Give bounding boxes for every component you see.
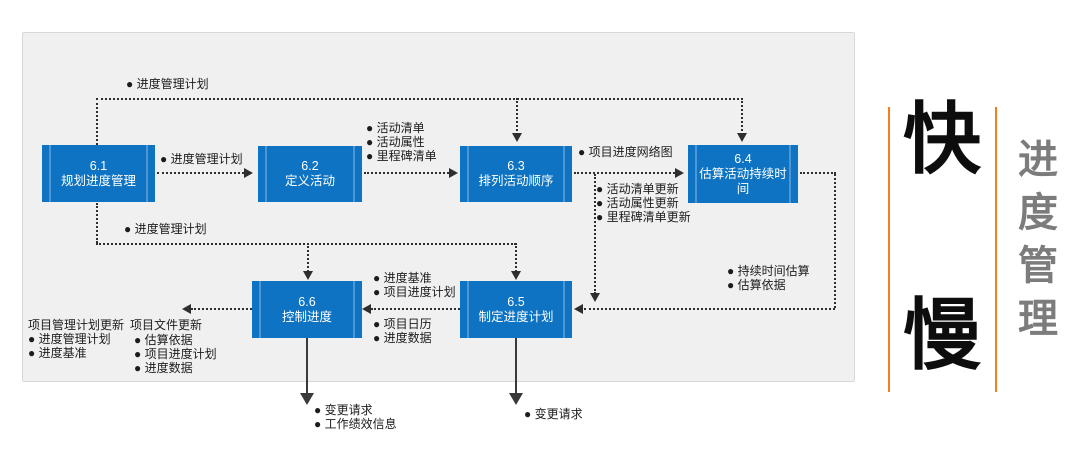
label-network-diagram: ● 项目进度网络图 bbox=[578, 145, 673, 159]
dashed-connector bbox=[800, 172, 836, 174]
list-item: ● 估算依据 bbox=[727, 278, 786, 292]
label-doc-updates-title: 项目文件更新 bbox=[130, 318, 203, 332]
arrowhead-right-icon bbox=[244, 168, 253, 178]
dashed-connector bbox=[594, 174, 596, 294]
list-item: ● 进度数据 bbox=[134, 361, 193, 375]
slow-character: 慢 bbox=[902, 291, 981, 379]
label-outputs-66-bottom: ● 变更请求● 工作绩效信息 bbox=[314, 403, 397, 431]
list-item: ● 工作绩效信息 bbox=[314, 417, 397, 431]
label-outputs-65-upper: ● 进度基准● 项目进度计划 bbox=[373, 271, 456, 299]
dashed-connector bbox=[96, 243, 516, 245]
label-outputs-65-bottom: ● 变更请求 bbox=[524, 407, 583, 421]
process-name: 定义活动 bbox=[284, 174, 335, 188]
process-box-plan-schedule-management: 6.1 规划进度管理 bbox=[42, 145, 155, 202]
dashed-connector bbox=[96, 98, 743, 100]
dashed-connector bbox=[307, 243, 309, 272]
label-outputs-65-lower: ● 项目日历● 进度数据 bbox=[373, 317, 432, 345]
arrowhead-down-icon bbox=[512, 133, 522, 142]
list-item: ● 变更请求 bbox=[524, 407, 583, 421]
solid-connector bbox=[306, 337, 308, 394]
list-item: ● 里程碑清单更新 bbox=[596, 210, 691, 224]
arrowhead-down-icon bbox=[590, 293, 600, 302]
orange-divider-left bbox=[888, 107, 890, 392]
label-plan-updates: ● 进度管理计划● 进度基准 bbox=[28, 332, 111, 360]
process-id: 6.5 bbox=[507, 294, 525, 309]
label-plan-updates-title: 项目管理计划更新 bbox=[28, 318, 125, 332]
process-box-estimate-activity-durations: 6.4 估算活动持续时间 bbox=[688, 145, 798, 203]
label-schedule-plan-61-62: ● 进度管理计划 bbox=[160, 152, 243, 166]
dashed-connector bbox=[96, 98, 98, 145]
list-item: ● 项目进度计划 bbox=[134, 347, 217, 361]
arrowhead-right-icon bbox=[449, 168, 458, 178]
list-item: ● 进度基准 bbox=[373, 271, 432, 285]
process-box-develop-schedule: 6.5 制定进度计划 bbox=[460, 281, 572, 338]
list-item: ● 活动属性更新 bbox=[596, 196, 679, 210]
process-name: 控制进度 bbox=[281, 309, 332, 324]
process-box-control-schedule: 6.6 控制进度 bbox=[252, 281, 362, 338]
list-item: ● 持续时间估算 bbox=[727, 264, 810, 278]
label-outputs-62: ● 活动清单● 活动属性● 里程碑清单 bbox=[366, 121, 437, 163]
dashed-connector bbox=[741, 98, 743, 135]
solid-connector bbox=[515, 337, 517, 394]
list-item: ● 估算依据 bbox=[134, 333, 193, 347]
arrowhead-down-icon bbox=[300, 393, 314, 405]
process-id: 6.6 bbox=[298, 294, 316, 309]
dashed-connector bbox=[584, 308, 835, 310]
process-name: 规划进度管理 bbox=[60, 173, 136, 188]
list-item: ● 活动属性 bbox=[366, 135, 425, 149]
label-updates-63: ● 活动清单更新● 活动属性更新● 里程碑清单更新 bbox=[596, 182, 691, 224]
list-item: ● 进度数据 bbox=[373, 331, 432, 345]
process-name: 排列活动顺序 bbox=[478, 174, 554, 188]
arrowhead-left-icon bbox=[362, 304, 371, 314]
process-name: 制定进度计划 bbox=[478, 309, 554, 324]
process-flow-panel bbox=[22, 32, 855, 382]
arrowhead-right-icon bbox=[675, 168, 684, 178]
process-box-sequence-activities: 6.3 排列活动顺序 bbox=[460, 146, 572, 202]
process-id: 6.4 bbox=[734, 151, 752, 166]
label-doc-updates: ● 估算依据● 项目进度计划● 进度数据 bbox=[134, 333, 217, 375]
dashed-connector bbox=[157, 172, 244, 174]
arrowhead-down-icon bbox=[509, 393, 523, 405]
list-item: ● 进度基准 bbox=[28, 346, 87, 360]
orange-divider-right bbox=[995, 107, 997, 392]
list-item: ● 里程碑清单 bbox=[366, 149, 437, 163]
process-id: 6.3 bbox=[507, 159, 525, 173]
dashed-connector bbox=[515, 243, 517, 272]
process-name: 估算活动持续时间 bbox=[699, 166, 787, 196]
process-id: 6.2 bbox=[301, 159, 319, 173]
dashed-connector bbox=[364, 172, 449, 174]
list-item: ● 变更请求 bbox=[314, 403, 373, 417]
dashed-connector bbox=[191, 308, 252, 310]
dashed-connector bbox=[96, 203, 98, 243]
arrowhead-down-icon bbox=[737, 133, 747, 142]
dashed-connector bbox=[516, 98, 518, 135]
dashed-connector bbox=[574, 172, 675, 174]
arrowhead-left-icon bbox=[182, 304, 191, 314]
dashed-connector bbox=[371, 308, 460, 310]
list-item: ● 活动清单更新 bbox=[596, 182, 679, 196]
label-schedule-plan-lower: ● 进度管理计划 bbox=[124, 222, 207, 236]
label-outputs-64: ● 持续时间估算● 估算依据 bbox=[727, 264, 810, 292]
dashed-connector bbox=[834, 174, 836, 308]
arrowhead-down-icon bbox=[511, 271, 521, 280]
fast-character: 快 bbox=[902, 95, 981, 183]
arrowhead-left-icon bbox=[574, 304, 583, 314]
arrowhead-down-icon bbox=[303, 271, 313, 280]
list-item: ● 活动清单 bbox=[366, 121, 425, 135]
process-id: 6.1 bbox=[89, 158, 108, 173]
list-item: ● 项目进度计划 bbox=[373, 285, 456, 299]
vertical-title-schedule-management: 进度管理 bbox=[1012, 138, 1056, 350]
list-item: ● 进度管理计划 bbox=[28, 332, 111, 346]
label-schedule-plan-top: ● 进度管理计划 bbox=[126, 77, 209, 91]
list-item: ● 项目日历 bbox=[373, 317, 432, 331]
process-box-define-activities: 6.2 定义活动 bbox=[258, 146, 362, 202]
